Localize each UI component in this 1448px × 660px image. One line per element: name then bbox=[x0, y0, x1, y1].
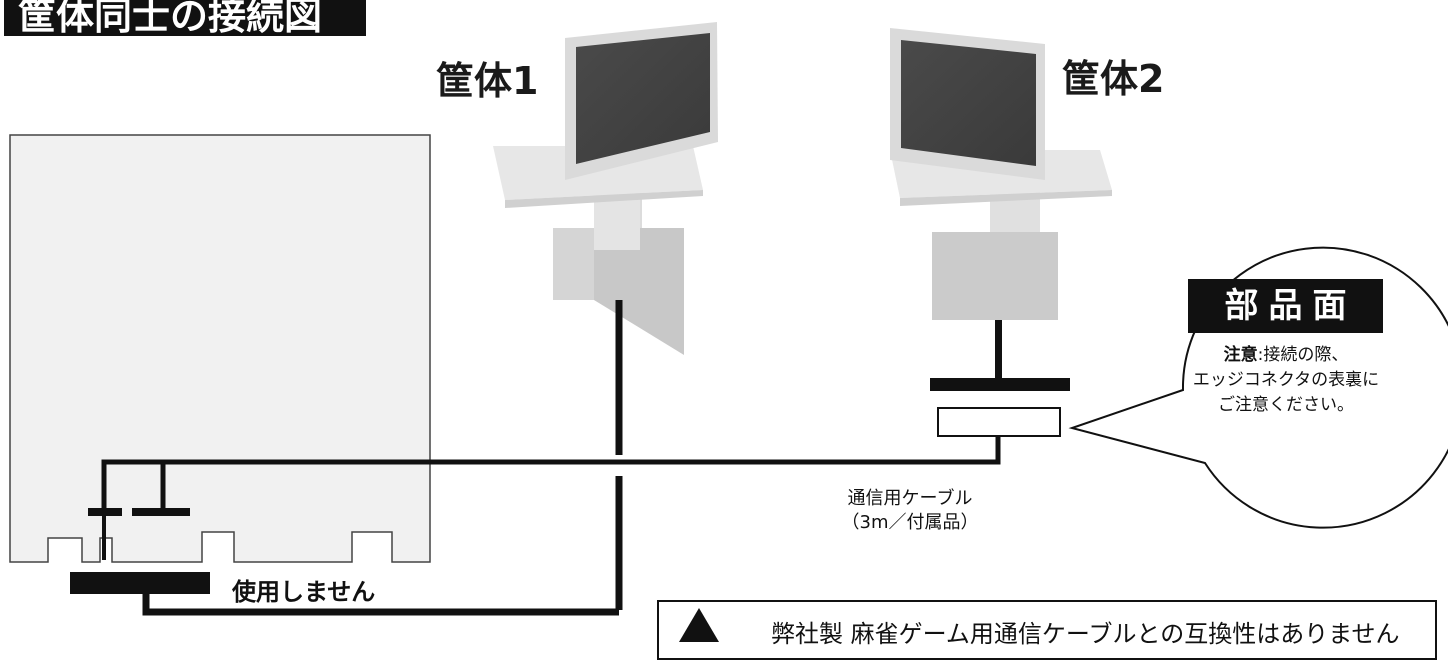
warning-text: 弊社製 麻雀ゲーム用通信ケーブルとの互換性はありません bbox=[771, 620, 1400, 648]
cable-label: 通信用ケーブル （3m／付属品） bbox=[790, 487, 1030, 535]
warning-icon bbox=[679, 608, 719, 642]
cable-label-name: 通信用ケーブル bbox=[847, 488, 973, 509]
cabinet-1-label: 筐体1 bbox=[436, 59, 539, 103]
page-title: 筐体同士の接続図 bbox=[4, 0, 366, 36]
component-side-heading: 部品面 bbox=[1188, 279, 1383, 333]
cabinet-1-drawing bbox=[493, 22, 718, 355]
note-line-3: ご注意ください。 bbox=[1218, 395, 1354, 415]
cabinet-2-drawing bbox=[890, 28, 1112, 320]
communication-cable bbox=[101, 436, 1001, 510]
pcb-connectors bbox=[70, 508, 210, 594]
warning-box: 弊社製 麻雀ゲーム用通信ケーブルとの互換性はありません bbox=[657, 600, 1437, 660]
unused-connector-label: 使用しません bbox=[232, 578, 376, 606]
cabinet1-harness-cable bbox=[142, 300, 623, 616]
note-line-1: :接続の際、 bbox=[1257, 345, 1349, 365]
note-line-2: エッジコネクタの表裏に bbox=[1192, 370, 1380, 390]
cabinet2-connector bbox=[930, 320, 1070, 437]
pcb-board bbox=[9, 134, 431, 563]
note-label: 注意 bbox=[1223, 345, 1258, 365]
cabinet-2-label: 筐体2 bbox=[1062, 57, 1165, 101]
callout-note: 注意:接続の際、 エッジコネクタの表裏に ご注意ください。 bbox=[1162, 343, 1410, 418]
cable-label-spec: （3m／付属品） bbox=[841, 512, 979, 533]
